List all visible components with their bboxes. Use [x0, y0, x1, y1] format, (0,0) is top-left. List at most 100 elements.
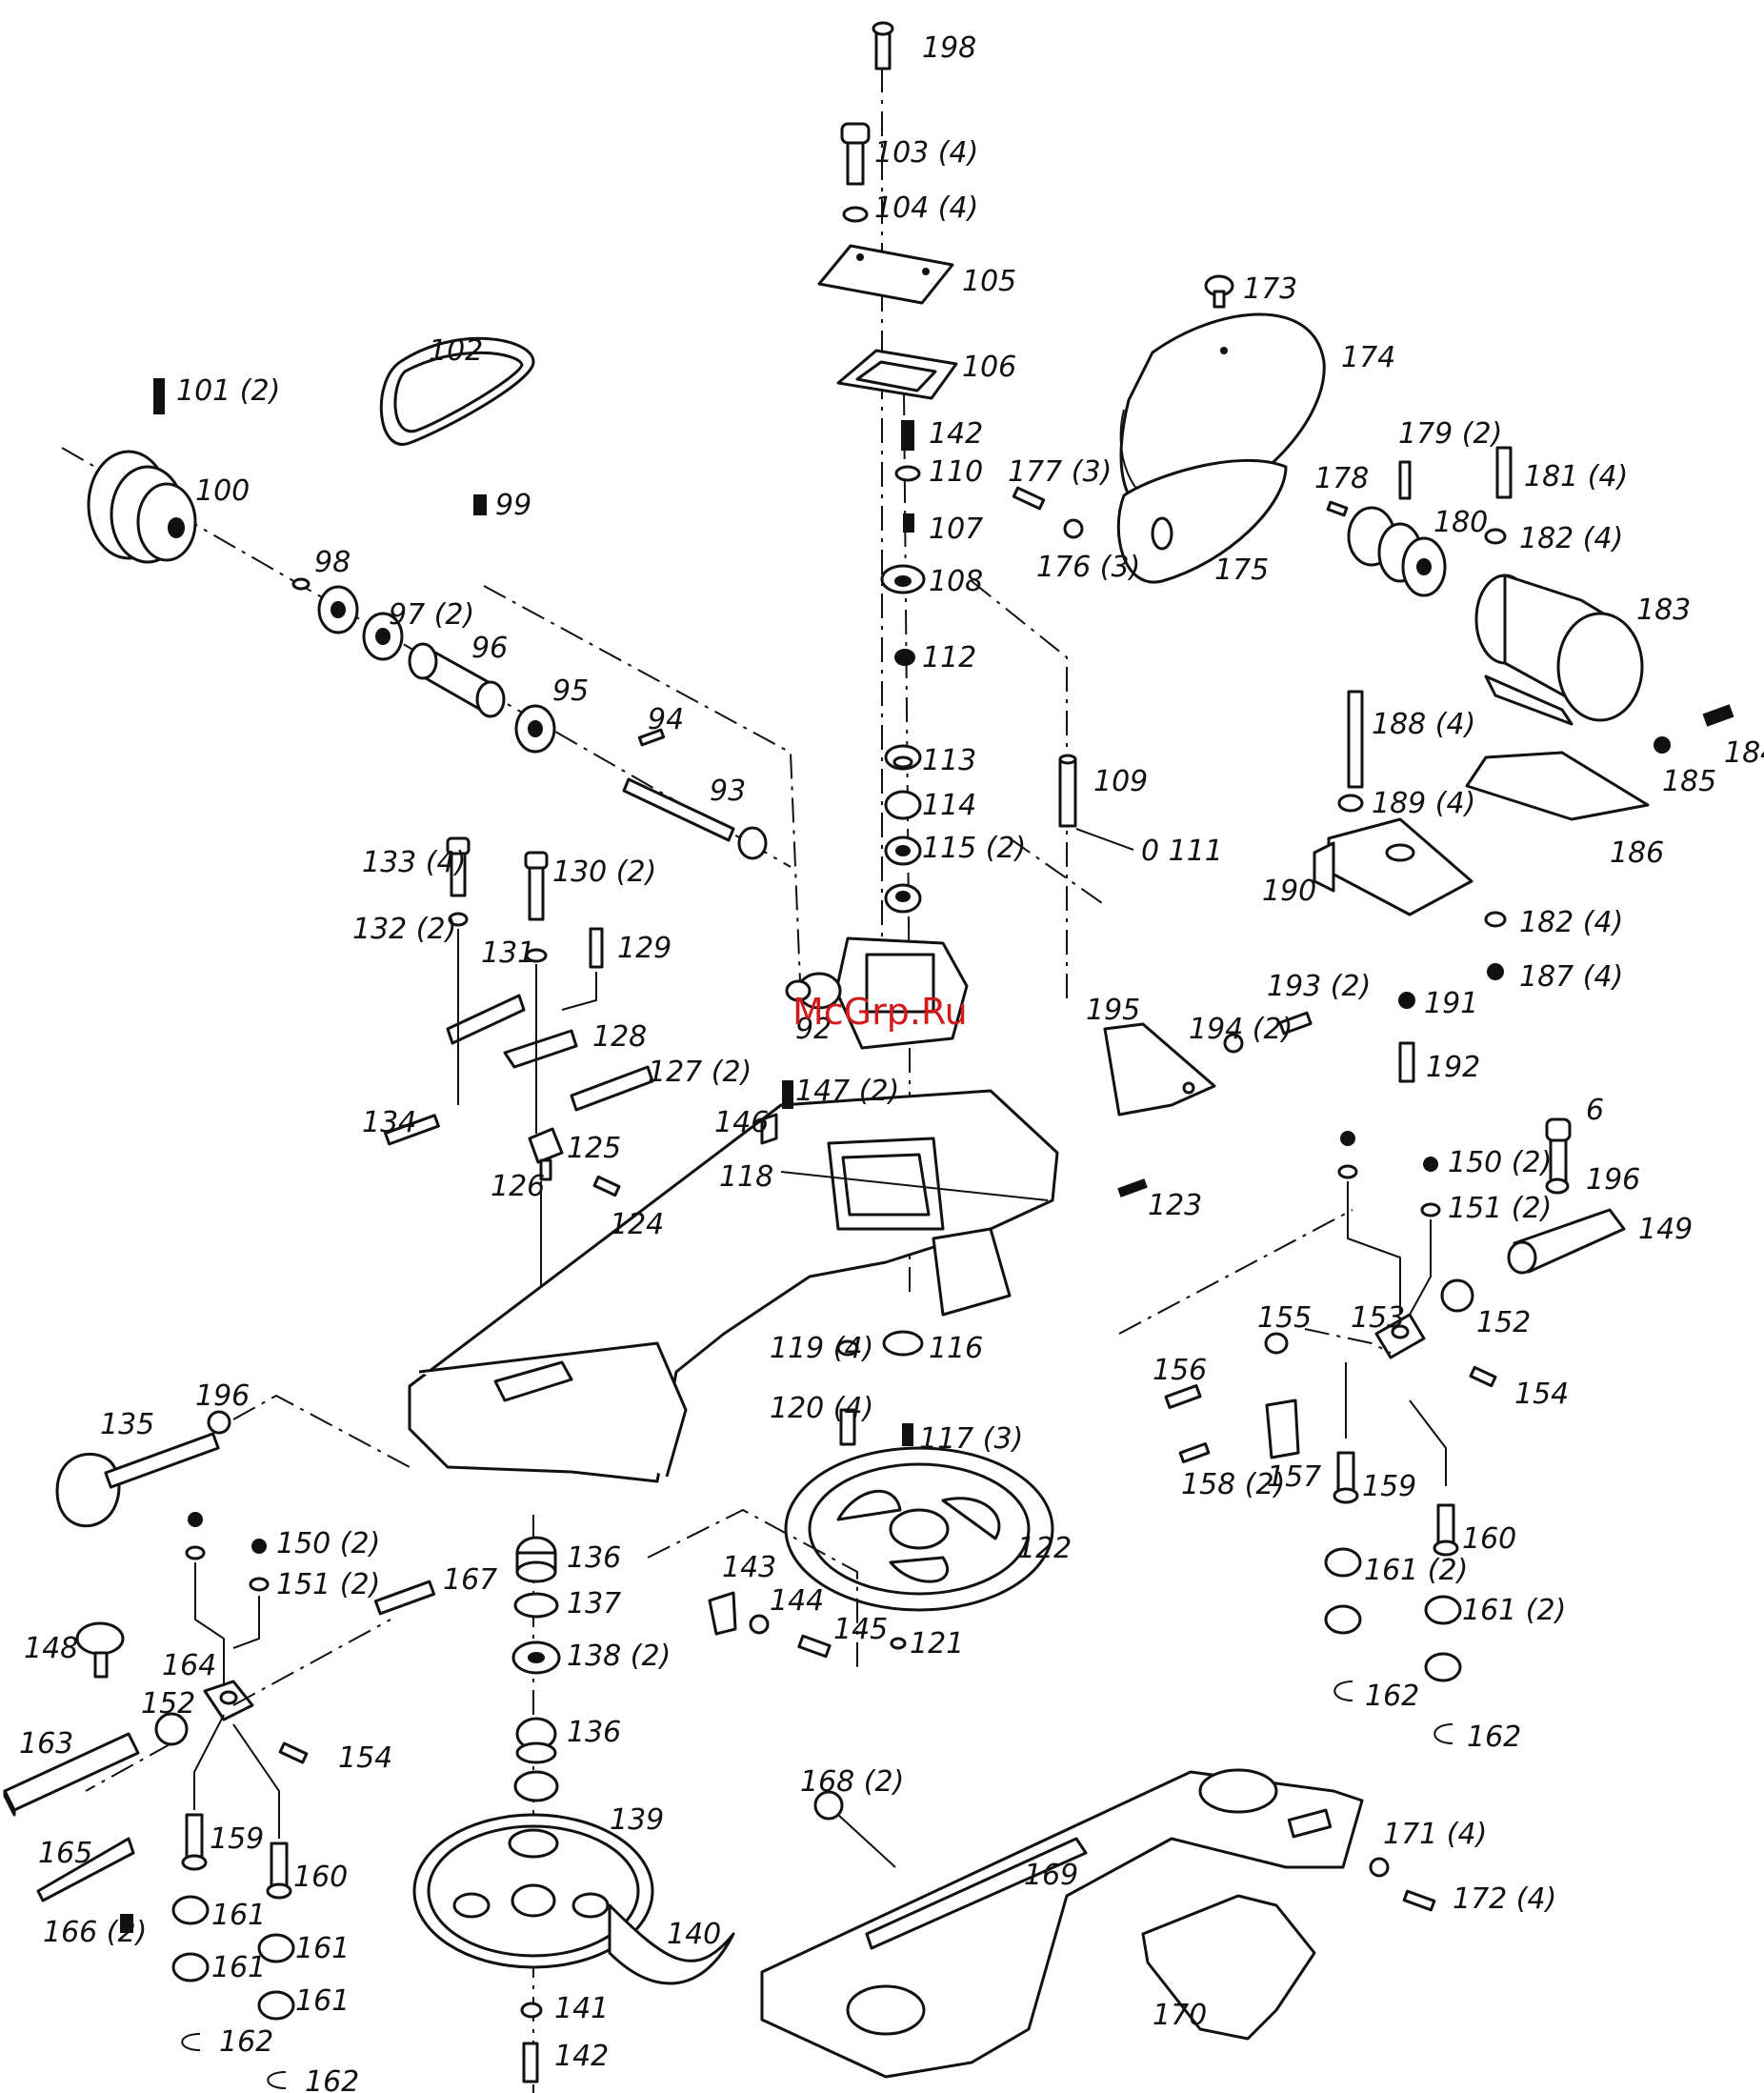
label-194: 194 (2): [1189, 1013, 1293, 1046]
set-screw-99: [473, 494, 487, 515]
gear-108: [880, 564, 926, 594]
watermark: McGrp.Ru: [792, 991, 968, 1033]
part-112: [894, 649, 915, 666]
label-162-left-a: 162: [219, 2025, 273, 2059]
label-126: 126: [491, 1170, 545, 1203]
label-151-right: 151 (2): [1448, 1192, 1552, 1225]
label-172: 172 (4): [1453, 1882, 1556, 1916]
screw-142-bottom: [522, 2042, 539, 2083]
spring-134: [384, 1114, 440, 1146]
washer-155: [1264, 1332, 1289, 1355]
label-183: 183: [1636, 594, 1691, 627]
label-149: 149: [1638, 1213, 1693, 1246]
washer-151-right: [1420, 1202, 1441, 1218]
label-196-right: 196: [1586, 1163, 1640, 1197]
label-108: 108: [929, 565, 983, 598]
label-118: 118: [719, 1160, 773, 1194]
part-114: [884, 790, 922, 820]
label-141: 141: [554, 1992, 609, 2025]
bearing-161-right-b: [1424, 1595, 1462, 1682]
wheel-139: [412, 1813, 654, 1969]
label-100: 100: [195, 474, 250, 508]
screw-198: [872, 21, 894, 70]
bolt-145: [797, 1634, 832, 1659]
label-190: 190: [1262, 875, 1316, 908]
motor-mount-190: [1313, 817, 1473, 916]
ring-137: [513, 1592, 559, 1619]
bolt-181: [1495, 446, 1513, 499]
bearing-136a: [515, 1536, 557, 1583]
screw-147: [782, 1080, 793, 1109]
bearing-152-right: [1440, 1278, 1474, 1313]
label-94: 94: [648, 703, 684, 736]
screw-117: [902, 1423, 913, 1446]
gearbox-92: [785, 936, 969, 1050]
leader-111: [1075, 828, 1134, 851]
leader-143: [647, 1508, 858, 1667]
leader-135: [232, 1394, 411, 1468]
label-189: 189 (4): [1372, 787, 1475, 820]
label-139: 139: [610, 1803, 664, 1837]
label-162-right-a: 162: [1365, 1680, 1419, 1713]
label-102: 102: [429, 334, 483, 368]
label-127: 127 (2): [648, 1056, 752, 1089]
knob-135: [55, 1432, 220, 1528]
plate-127: [570, 1065, 654, 1112]
label-119: 119 (4): [770, 1332, 873, 1365]
label-133: 133 (4): [362, 846, 466, 879]
washer-right-top: [1337, 1164, 1358, 1179]
bolt-188: [1347, 690, 1364, 789]
washer-176: [1063, 518, 1084, 539]
label-166: 166 (2): [43, 1916, 147, 1949]
bearing-161-right-a: [1324, 1547, 1362, 1635]
label-154-left: 154: [338, 1741, 392, 1775]
label-186: 186: [1610, 836, 1664, 870]
leader-lines-right: [1118, 1181, 1447, 1486]
label-109: 109: [1093, 765, 1148, 798]
label-161-left-a: 161: [211, 1899, 266, 1932]
bearing-97b: [362, 612, 404, 661]
screw-142-top: [901, 420, 914, 451]
label-158: 158 (2): [1181, 1468, 1285, 1501]
washer-151-left: [249, 1577, 270, 1592]
bolt-184: [1702, 704, 1734, 727]
label-185: 185: [1662, 765, 1716, 798]
label-181: 181 (4): [1524, 460, 1628, 493]
bracket-143: [708, 1591, 737, 1636]
bracket-146: [760, 1113, 778, 1145]
label-129: 129: [617, 932, 672, 965]
label-154-right: 154: [1514, 1378, 1569, 1411]
key-107: [903, 513, 914, 533]
label-184: 184: [1724, 736, 1764, 770]
label-131: 131: [481, 936, 535, 970]
block-164: [203, 1680, 254, 1721]
label-192: 192: [1426, 1051, 1480, 1084]
label-171: 171 (4): [1383, 1818, 1487, 1851]
label-156: 156: [1153, 1354, 1207, 1387]
label-193: 193 (2): [1267, 970, 1371, 1003]
label-138: 138 (2): [567, 1640, 671, 1673]
label-182-bottom: 182 (4): [1519, 906, 1623, 939]
clip-162-right-a: [1333, 1680, 1353, 1701]
motor-plate-186: [1465, 751, 1650, 821]
bearing-95: [514, 704, 556, 754]
label-110: 110: [929, 455, 983, 489]
screw-177: [1012, 486, 1046, 511]
bearing-113: [884, 744, 922, 771]
blade-165: [36, 1837, 135, 1902]
label-162-right-b: 162: [1467, 1721, 1521, 1754]
bolt-6: [1545, 1117, 1572, 1183]
label-99: 99: [495, 489, 531, 522]
label-142-bottom: 142: [554, 2040, 609, 2073]
label-175: 175: [1214, 553, 1269, 587]
nut-left-top: [188, 1512, 203, 1527]
shaft-159-right: [1333, 1451, 1359, 1504]
bolt-193: [1278, 1011, 1313, 1036]
pulley-bracket-175: [1116, 458, 1288, 584]
label-174: 174: [1341, 341, 1395, 374]
blade-140: [608, 1903, 735, 1985]
label-93: 93: [710, 775, 746, 808]
label-150-right: 150 (2): [1448, 1146, 1552, 1179]
clip-162-right-b: [1433, 1723, 1453, 1744]
